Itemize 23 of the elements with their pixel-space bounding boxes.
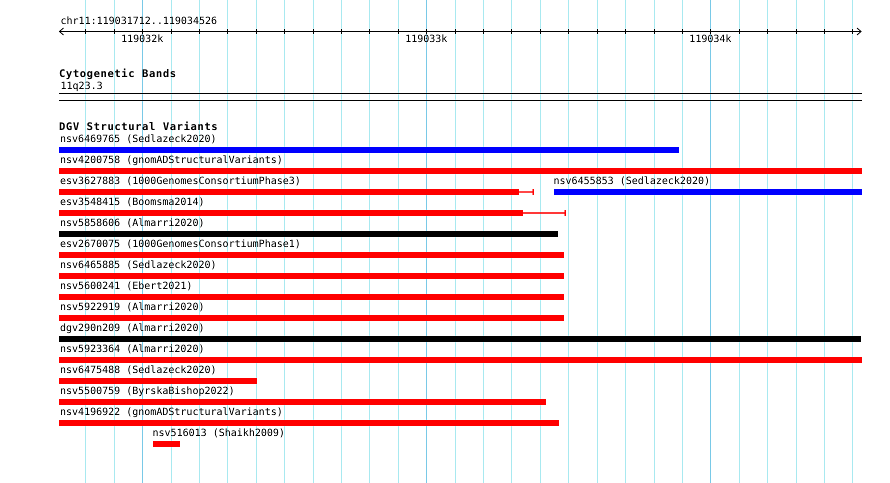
variant-label: nsv5922919 (Almarri2020) — [60, 302, 204, 314]
variant-label: nsv5600241 (Ebert2021) — [60, 281, 192, 293]
variant-label: nsv516013 (Shaikh2009) — [152, 428, 285, 440]
variant-label: esv2670075 (1000GenomesConsortiumPhase1) — [60, 239, 301, 251]
band-label: 11q23.3 — [60, 81, 103, 94]
tick-label: 119034k — [689, 34, 732, 46]
variant-label: nsv6465885 (Sedlazeck2020) — [60, 260, 217, 272]
variant-label: nsv6475488 (Sedlazeck2020) — [60, 365, 217, 377]
track-title: Cytogenetic Bands — [59, 68, 177, 80]
tick-label: 119032k — [121, 34, 164, 46]
variant-label: nsv4200758 (gnomADStructuralVariants) — [60, 155, 283, 167]
tick-label: 119033k — [405, 34, 448, 46]
variant-label: dgv290n209 (Almarri2020) — [60, 323, 204, 335]
variant-label: nsv5858606 (Almarri2020) — [60, 218, 204, 230]
variant-label: nsv6469765 (Sedlazeck2020) — [60, 134, 217, 146]
track-title: DGV Structural Variants — [59, 121, 218, 133]
variant-label: esv3627883 (1000GenomesConsortiumPhase3) — [60, 176, 301, 188]
variant-label: esv3548415 (Boomsma2014) — [60, 197, 204, 209]
variant-label: nsv6455853 (Sedlazeck2020) — [554, 176, 710, 188]
variant-label: nsv4196922 (gnomADStructuralVariants) — [60, 407, 283, 419]
variant-label: nsv5500759 (ByrskaBishop2022) — [60, 386, 235, 398]
variant-label: nsv5923364 (Almarri2020) — [60, 344, 204, 356]
coordinate-label: chr11:119031712..119034526 — [60, 16, 218, 28]
